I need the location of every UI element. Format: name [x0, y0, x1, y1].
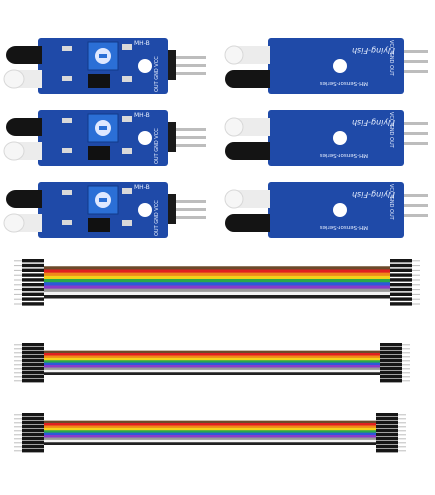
front-module-2-model: MH-B [134, 112, 150, 119]
back-module-3: Flying-Fish MH-Sensor-Series VCC GND OUT [224, 182, 428, 238]
ribbon-cable-3 [14, 413, 406, 453]
back-module-1-brand: Flying-Fish [352, 46, 395, 55]
front-module-2-pins-label: OUT GND VCC [154, 128, 160, 164]
back-module-3-pins-label: VCC GND OUT [388, 184, 394, 221]
back-module-1-series: MH-Sensor-Series [320, 80, 368, 86]
front-module-3-pins-label: OUT GND VCC [154, 200, 160, 236]
jumper-ribbon-cables [14, 259, 420, 453]
ribbon-cable-1 [14, 259, 420, 306]
front-module-2: MH-B OUT GND VCC [3, 110, 206, 166]
back-module-2-pins-label: VCC GND OUT [388, 112, 394, 149]
back-module-3-brand: Flying-Fish [352, 190, 395, 199]
back-module-2-brand: Flying-Fish [352, 118, 395, 127]
back-module-1: Flying-Fish MH-Sensor-Series VCC GND OUT [224, 38, 428, 94]
back-module-3-series: MH-Sensor-Series [320, 224, 368, 230]
back-module-2: Flying-Fish MH-Sensor-Series VCC GND OUT [224, 110, 428, 166]
front-module-3: MH-B OUT GND VCC [3, 182, 206, 238]
front-module-1: MH-B OUT GND VCC [3, 38, 206, 94]
ribbon-cable-2 [14, 343, 410, 383]
front-module-1-pins-label: OUT GND VCC [154, 56, 160, 92]
back-module-2-series: MH-Sensor-Series [320, 152, 368, 158]
front-module-3-model: MH-B [134, 184, 150, 191]
back-module-1-pins-label: VCC GND OUT [388, 40, 394, 77]
front-module-1-model: MH-B [134, 40, 150, 47]
